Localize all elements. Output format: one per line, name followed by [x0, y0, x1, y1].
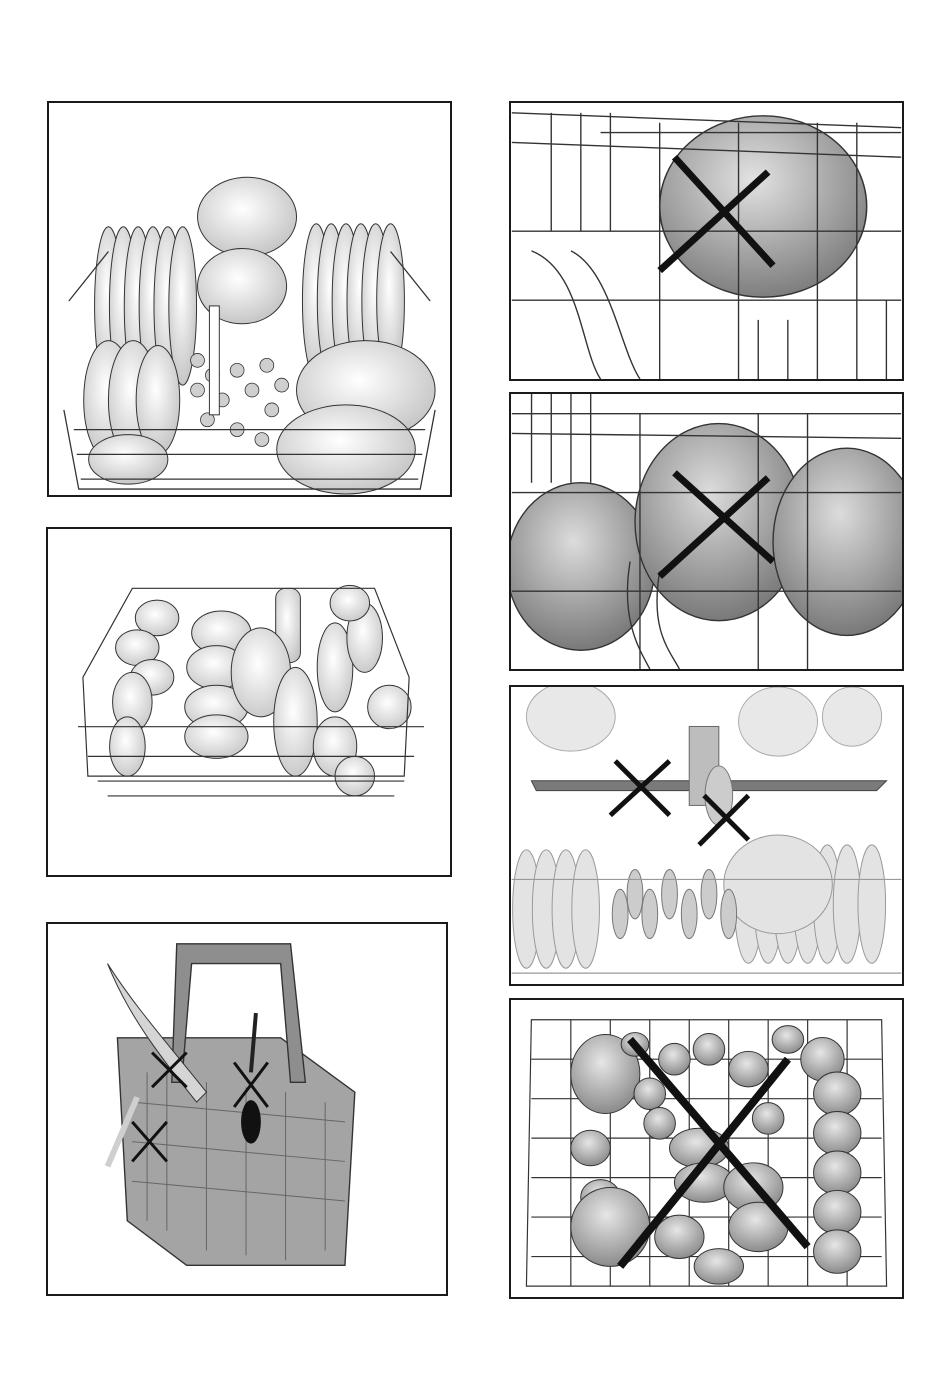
- illustration-cutlery-basket: [46, 922, 448, 1296]
- illustration-upper-basket: [46, 527, 452, 877]
- illustration-bowl-blocking: [509, 101, 904, 381]
- cutlery-basket-drawing: [48, 924, 446, 1294]
- illustration-basket-overloaded: [509, 998, 904, 1299]
- overloaded-basket-drawing: [511, 1000, 902, 1297]
- bowls-blocking-drawing: [511, 394, 902, 669]
- illustration-bowls-blocking: [509, 392, 904, 671]
- illustration-lower-basket: [47, 101, 452, 497]
- lower-basket-drawing: [49, 103, 450, 495]
- upper-basket-drawing: [48, 529, 450, 875]
- spray-arm-drawing: [511, 687, 902, 984]
- bowl-blocking-drawing: [511, 103, 902, 379]
- illustration-spray-arm-blocked: [509, 685, 904, 986]
